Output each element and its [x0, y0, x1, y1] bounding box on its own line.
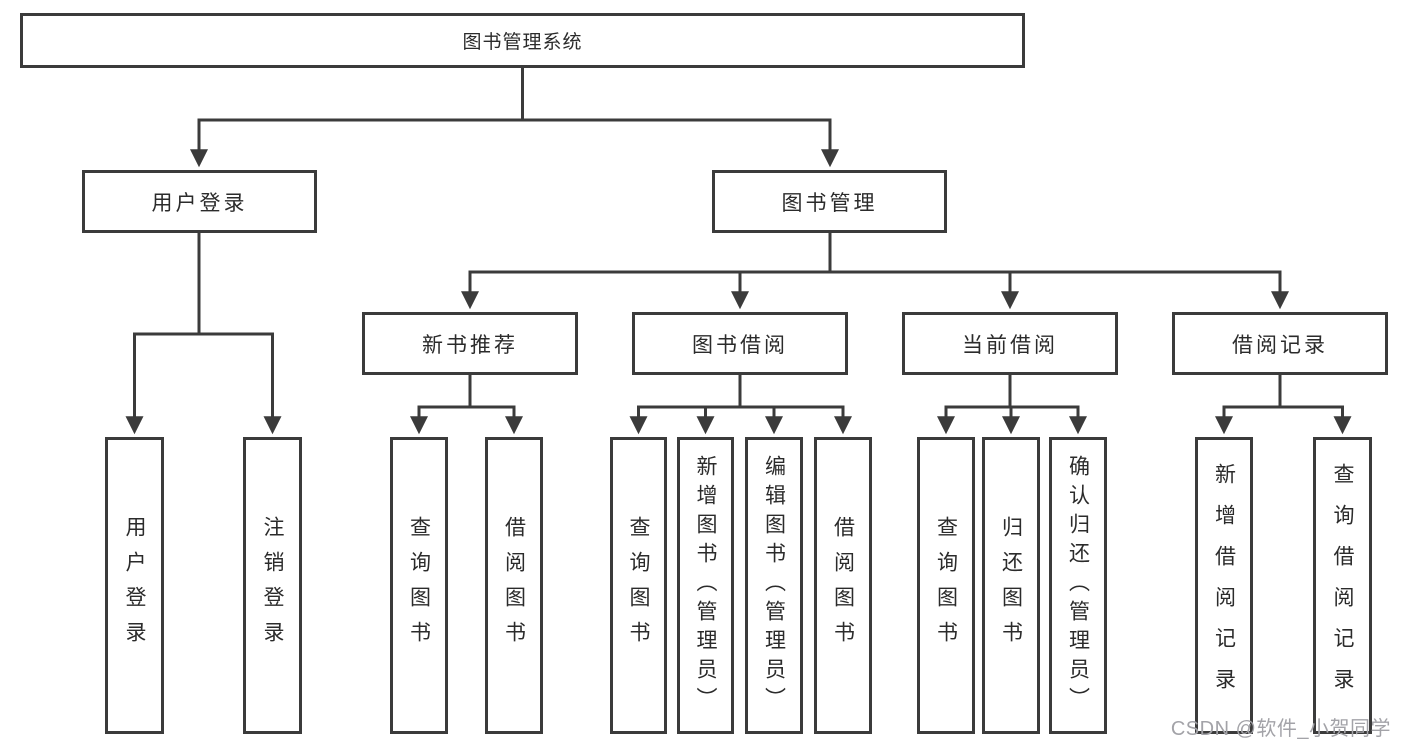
leaf-rec-borrow-books-label: 借阅图书: [502, 515, 526, 656]
leaf-bb-borrow-books-label: 借阅图书: [831, 515, 855, 656]
leaf-bb-add-books-admin: 新增图书（管理员）: [677, 437, 734, 734]
node-new-book-recommend-label: 新书推荐: [422, 333, 518, 357]
leaf-br-add-record: 新增借阅记录: [1195, 437, 1253, 734]
node-borrowing-records-label: 借阅记录: [1232, 333, 1328, 357]
node-book-management: 图书管理: [712, 170, 947, 233]
leaf-rec-query-books: 查询图书: [390, 437, 448, 734]
node-book-borrowing-label: 图书借阅: [692, 333, 788, 357]
leaf-bb-edit-books-admin-label: 编辑图书（管理员）: [762, 455, 786, 716]
leaf-br-query-record: 查询借阅记录: [1313, 437, 1372, 734]
leaf-cb-query-books-label: 查询图书: [934, 515, 958, 656]
leaf-br-query-record-label: 查询借阅记录: [1331, 462, 1354, 709]
leaf-bb-edit-books-admin: 编辑图书（管理员）: [745, 437, 803, 734]
leaf-cb-query-books: 查询图书: [917, 437, 975, 734]
node-root-system: 图书管理系统: [20, 13, 1025, 68]
leaf-cb-return-books-label: 归还图书: [999, 515, 1023, 656]
node-current-borrowing: 当前借阅: [902, 312, 1118, 375]
leaf-cb-return-books: 归还图书: [982, 437, 1040, 734]
leaf-bb-borrow-books: 借阅图书: [814, 437, 872, 734]
node-user-login-label: 用户登录: [151, 191, 248, 215]
node-book-management-label: 图书管理: [781, 191, 878, 215]
leaf-bb-query-books-label: 查询图书: [627, 515, 650, 656]
leaf-user-login: 用户登录: [105, 437, 164, 734]
leaf-bb-query-books: 查询图书: [610, 437, 667, 734]
node-new-book-recommend: 新书推荐: [362, 312, 578, 375]
leaf-cb-confirm-return-admin-label: 确认归还（管理员）: [1066, 455, 1090, 716]
leaf-rec-query-books-label: 查询图书: [407, 515, 431, 656]
leaf-bb-add-books-admin-label: 新增图书（管理员）: [694, 455, 717, 716]
node-book-borrowing: 图书借阅: [632, 312, 848, 375]
leaf-rec-borrow-books: 借阅图书: [485, 437, 543, 734]
leaf-logout: 注销登录: [243, 437, 302, 734]
leaf-user-login-label: 用户登录: [123, 515, 146, 656]
node-user-login: 用户登录: [82, 170, 317, 233]
leaf-logout-label: 注销登录: [261, 515, 284, 656]
leaf-br-add-record-label: 新增借阅记录: [1212, 462, 1236, 709]
leaf-cb-confirm-return-admin: 确认归还（管理员）: [1049, 437, 1107, 734]
node-current-borrowing-label: 当前借阅: [962, 333, 1058, 357]
csdn-watermark: CSDN @软件_小贺同学: [1170, 718, 1391, 740]
node-root-system-label: 图书管理系统: [462, 32, 583, 53]
node-borrowing-records: 借阅记录: [1172, 312, 1388, 375]
